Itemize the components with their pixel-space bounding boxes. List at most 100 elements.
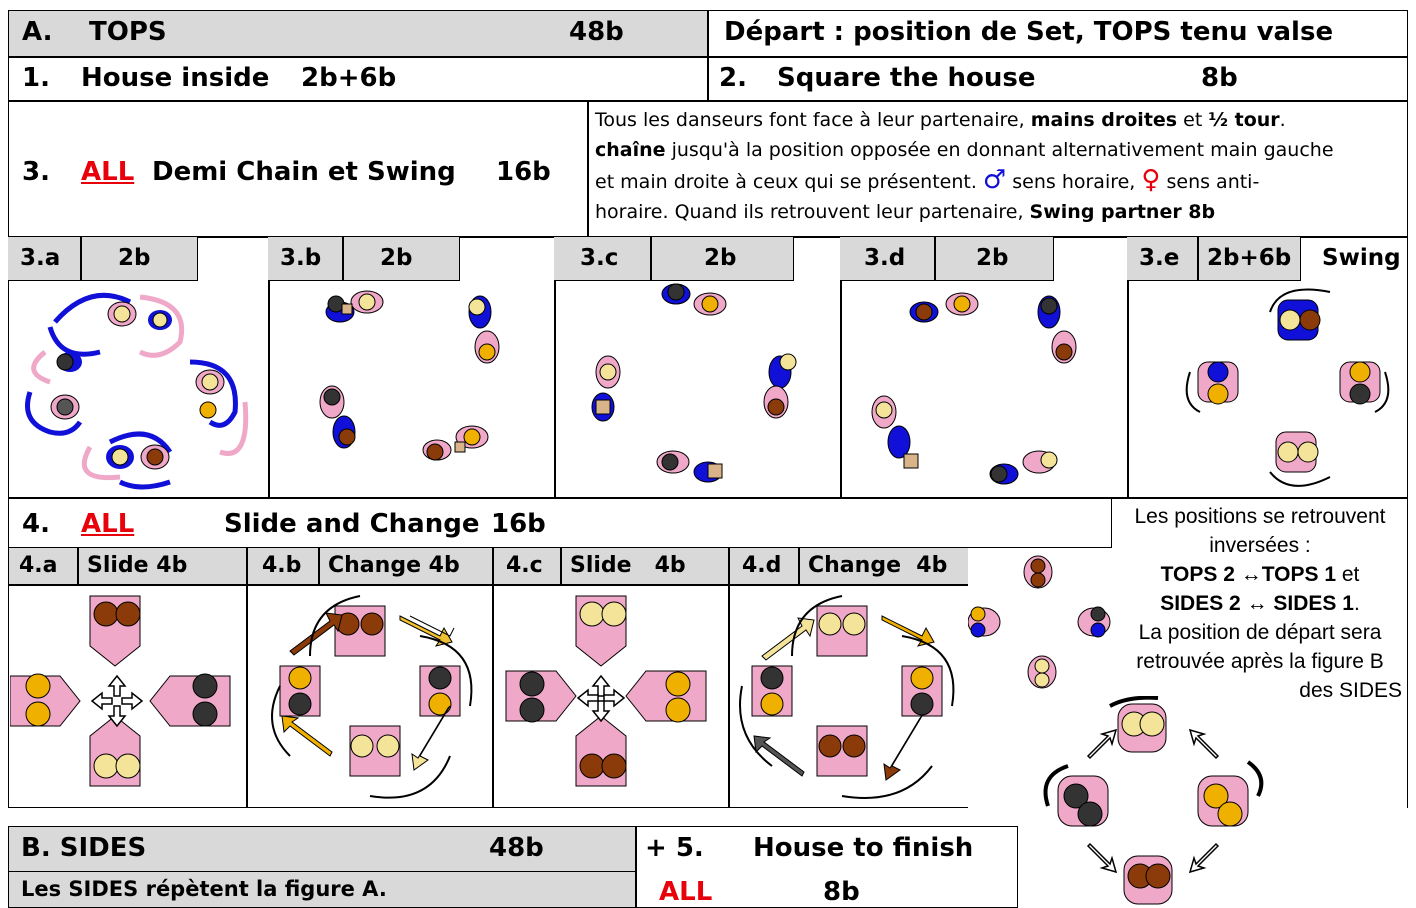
step-5-label: House to finish xyxy=(753,833,974,863)
depart-cell: Départ : position de Set, TOPS tenu vals… xyxy=(708,10,1408,57)
figure-4-result-diagram xyxy=(968,555,1111,689)
section-b-header: B. SIDES 48b xyxy=(8,826,636,872)
note-text: . xyxy=(1353,592,1360,615)
step-2-beats: 8b xyxy=(1201,63,1238,93)
step-4-note: Les positions se retrouvent inversées : … xyxy=(1112,502,1408,705)
desc-bold: chaîne xyxy=(595,139,666,161)
divider xyxy=(728,548,730,808)
step-5-all: ALL xyxy=(659,877,713,907)
substep-3c-header: 3.c 2b xyxy=(554,237,794,281)
figure-4d-diagram xyxy=(739,595,955,799)
desc-bold: mains droites xyxy=(1030,109,1178,131)
step-3-beats: 16b xyxy=(496,157,551,187)
desc-bold: Swing partner 8b xyxy=(1029,201,1216,223)
substep-4d-header: 4.d Change 4b xyxy=(730,548,968,584)
step-3-description: Tous les danseurs font face à leur parte… xyxy=(588,101,1408,237)
substep-beats: 2b xyxy=(976,245,1009,271)
substep-3d-header: 3.d 2b xyxy=(840,237,1054,281)
section-a-beats: 48b xyxy=(569,17,624,47)
divider xyxy=(268,237,270,498)
substep-beats: 2b xyxy=(380,245,413,271)
figure-3b-diagram xyxy=(319,290,500,461)
step-1-label: House inside xyxy=(81,63,270,93)
substep-id: 3.d xyxy=(864,245,906,271)
desc-text: sens anti- xyxy=(1160,171,1260,193)
substep-3b-header: 3.b 2b xyxy=(268,237,460,281)
desc-text: sens horaire, xyxy=(1006,171,1142,193)
desc-text: . xyxy=(1279,109,1286,131)
note-line: inversées : xyxy=(1209,534,1311,557)
step-1-number: 1. xyxy=(22,63,50,93)
figure-3d-diagram xyxy=(871,292,1077,485)
step-4-note-cell xyxy=(1112,498,1408,808)
section-b-repeat: Les SIDES répètent la figure A. xyxy=(8,872,636,908)
desc-text: et xyxy=(1177,109,1209,131)
note-line: La position de départ sera xyxy=(1138,621,1382,644)
desc-text: et main droite à ceux qui se présentent. xyxy=(595,171,983,193)
step-3-all: ALL xyxy=(81,157,135,187)
section-b-repeat-text: Les SIDES répètent la figure A. xyxy=(21,877,387,901)
step-5-cell: + 5. House to finish ALL 8b xyxy=(636,826,1018,908)
note-line: des SIDES xyxy=(1299,679,1402,702)
step-2-number: 2. xyxy=(719,63,747,93)
section-b-title: B. SIDES xyxy=(21,833,147,863)
note-bold: SIDES 2 xyxy=(1160,592,1241,615)
arrow-icon: ↔ xyxy=(1240,592,1274,615)
step-3-cell: 3. ALL Demi Chain et Swing 16b xyxy=(8,101,588,237)
figure-4b-diagram xyxy=(271,595,473,799)
note-bold: TOPS 1 xyxy=(1261,563,1337,586)
substep-label: Slide 4b xyxy=(570,553,686,578)
female-symbol-icon: ♀ xyxy=(1141,165,1161,195)
substep-beats: 2b xyxy=(704,245,737,271)
figure-3e-diagram xyxy=(1185,288,1390,487)
substep-id: 3.b xyxy=(280,245,322,271)
substep-4a-header: 4.a Slide 4b xyxy=(9,548,246,584)
step-3-label: Demi Chain et Swing xyxy=(152,157,456,187)
step-2-label: Square the house xyxy=(777,63,1036,93)
divider xyxy=(554,237,556,498)
step-1-beats: 2b+6b xyxy=(301,63,397,93)
desc-bold: ½ tour xyxy=(1208,109,1280,131)
substep-beats: 2b xyxy=(118,245,151,271)
note-line: retrouvée après la figure B xyxy=(1136,650,1384,673)
substep-label: Change 4b xyxy=(808,553,948,578)
substep-3e-header: 3.e 2b+6b xyxy=(1127,237,1301,281)
substep-id: 4.b xyxy=(262,553,302,578)
substep-id: 4.a xyxy=(19,553,58,578)
step-4-all: ALL xyxy=(81,509,135,539)
substep-id: 4.c xyxy=(506,553,543,578)
substep-label: Slide 4b xyxy=(87,553,188,578)
divider xyxy=(840,237,842,498)
depart-text: Départ : position de Set, TOPS tenu vals… xyxy=(724,17,1334,47)
figure-4c-diagram xyxy=(505,595,707,787)
step-1-cell: 1. House inside 2b+6b xyxy=(8,57,708,101)
figure-house-finish-diagram xyxy=(1043,696,1264,905)
step-4-cell: 4. ALL Slide and Change 16b xyxy=(8,498,1112,548)
figure-3c-diagram xyxy=(591,283,797,483)
section-a-header: A. TOPS 48b xyxy=(8,10,708,57)
substep-id: 3.e xyxy=(1139,245,1180,271)
note-bold: SIDES 1 xyxy=(1273,592,1354,615)
step-4-beats: 16b xyxy=(491,509,546,539)
step-4-number: 4. xyxy=(22,509,50,539)
desc-text: horaire. Quand ils retrouvent leur parte… xyxy=(595,201,1030,223)
step-5-number: + 5. xyxy=(645,833,704,863)
divider xyxy=(8,584,968,586)
desc-text: Tous les danseurs font face à leur parte… xyxy=(595,109,1031,131)
substep-4b-header: 4.b Change 4b xyxy=(248,548,492,584)
step-2-cell: 2. Square the house 8b xyxy=(708,57,1408,101)
substep-id: 3.a xyxy=(20,245,61,271)
step-5-beats: 8b xyxy=(823,877,860,907)
male-symbol-icon: ♂ xyxy=(982,165,1007,195)
step-3-number: 3. xyxy=(22,157,50,187)
substep-id: 4.d xyxy=(742,553,782,578)
step-4-label: Slide and Change xyxy=(224,509,480,539)
substep-4c-header: 4.c Slide 4b xyxy=(494,548,728,584)
section-a-title: TOPS xyxy=(89,17,167,47)
substep-3a-header: 3.a 2b xyxy=(8,237,198,281)
substep-3e-swing-label: Swing xyxy=(1322,245,1401,271)
note-text: et xyxy=(1336,563,1360,586)
arrow-icon: ↔ xyxy=(1234,563,1262,586)
substep-beats: 2b+6b xyxy=(1207,245,1292,271)
divider xyxy=(492,548,494,808)
